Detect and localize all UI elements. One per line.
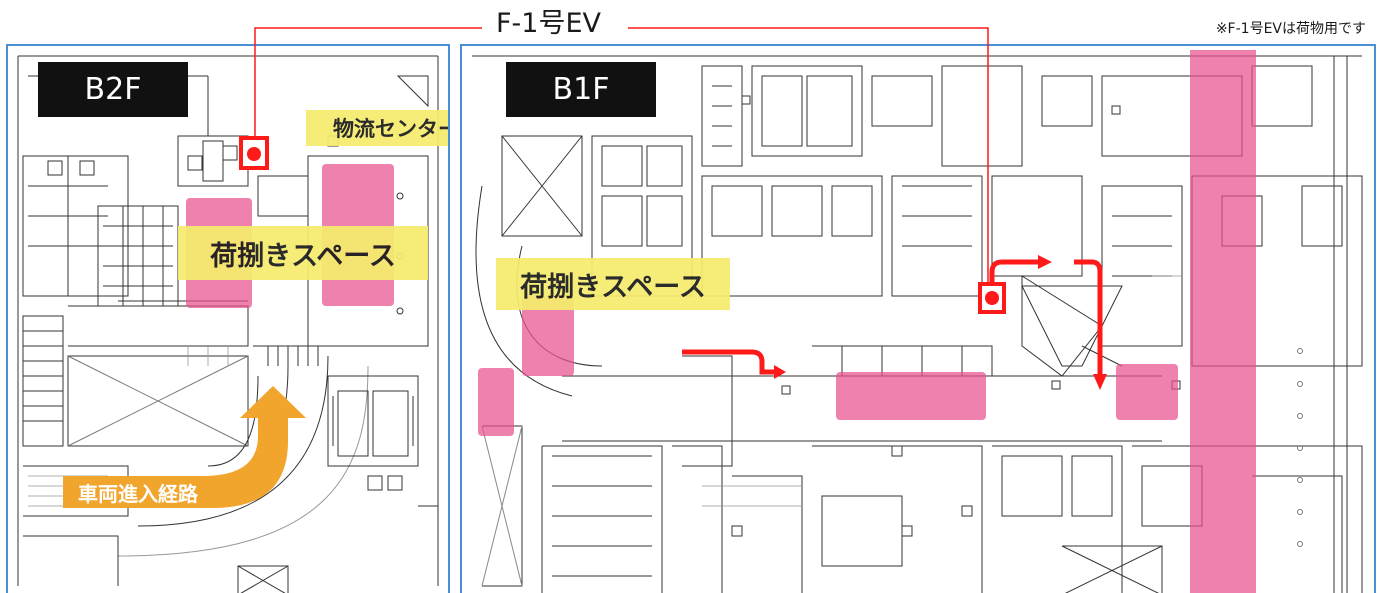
vehicle-route-label: 車両進入経路: [78, 482, 198, 506]
unloading-space-label-b1: 荷捌きスペース: [496, 258, 730, 310]
unloading-zone-b1-right: [1116, 364, 1178, 420]
elevator-title: F-1号EV: [496, 8, 601, 39]
unloading-zone-b1-center: [836, 372, 986, 420]
unloading-zone-b1-left: [478, 368, 514, 436]
b1-floor-drawing: [472, 55, 1363, 593]
street-highlight: [1190, 50, 1256, 593]
elevator-note: ※F-1号EVは荷物用です: [1215, 21, 1366, 37]
logistics-center-label: 物流センター: [306, 110, 448, 146]
floor-label-b2: B2F: [38, 62, 188, 117]
floor-label-b1: B1F: [506, 62, 656, 117]
floor-plan-b2: B2F 物流センター 荷捌きスペース 車両進入経路: [6, 44, 450, 593]
floor-plan-b1: B1F 荷捌きスペース: [460, 44, 1376, 593]
unloading-space-label-b2: 荷捌きスペース: [178, 226, 428, 280]
